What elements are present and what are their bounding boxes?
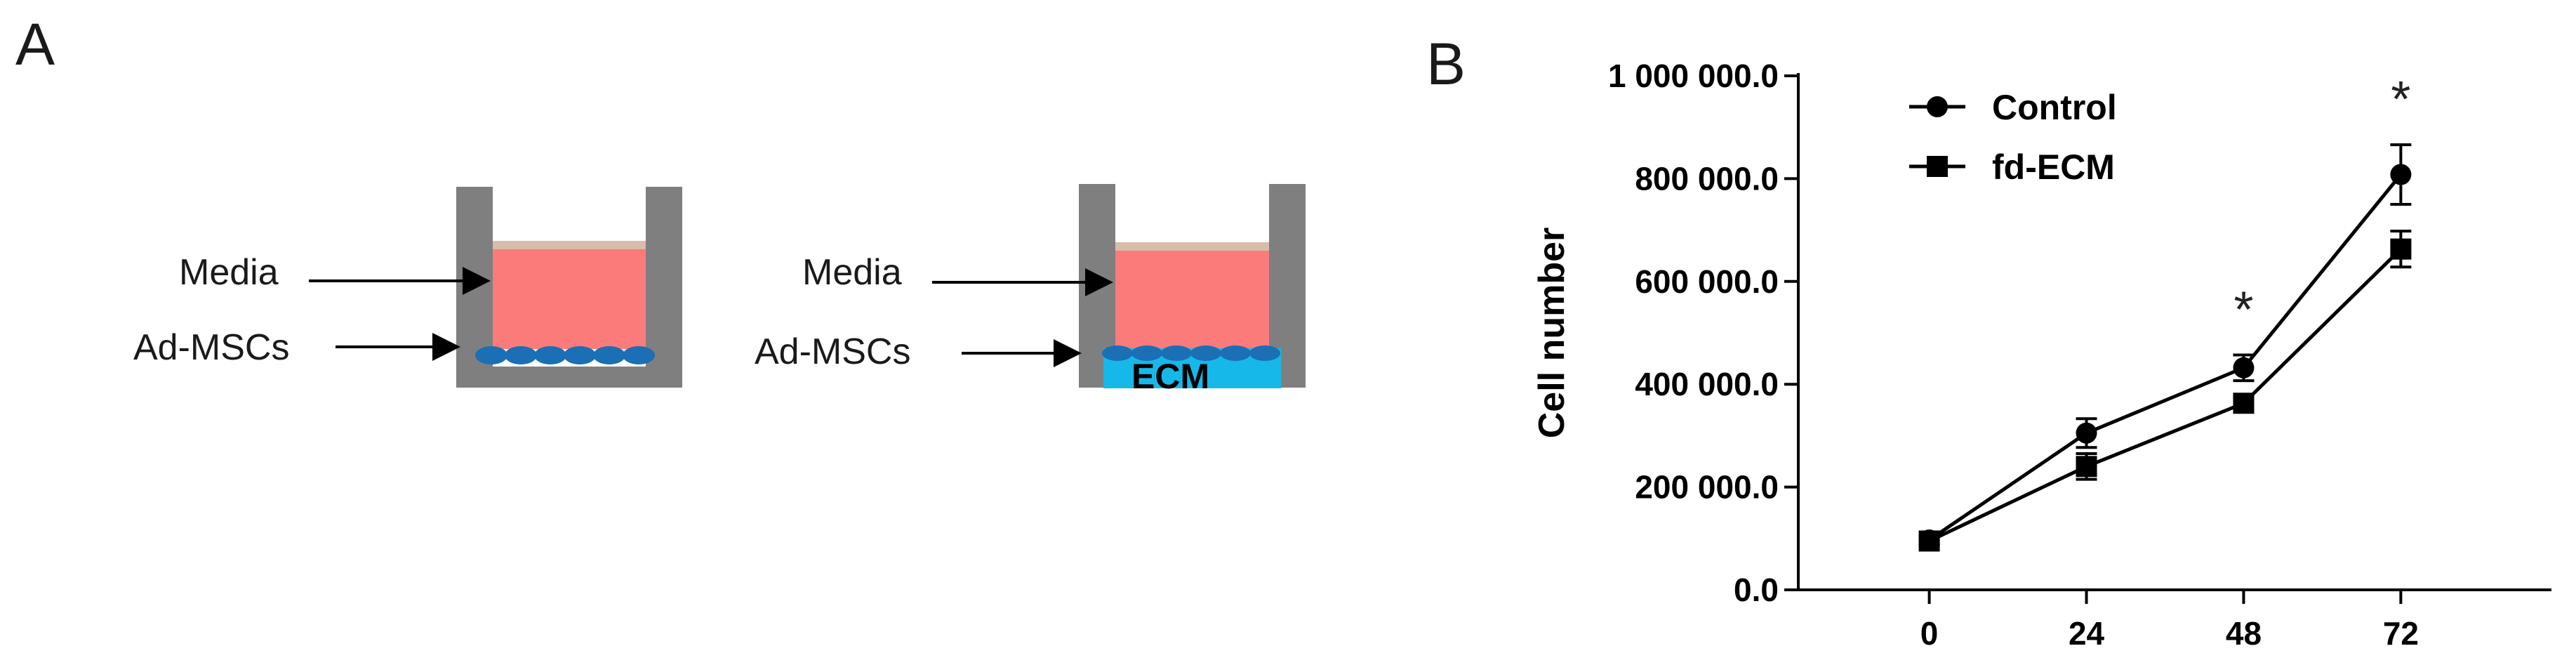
right-media xyxy=(1115,251,1269,349)
y-tick-label: 0.0 xyxy=(1734,572,1779,608)
right-culture-well: ECM Media Ad-MSCs xyxy=(755,184,1306,396)
data-point-fd-ecm xyxy=(2076,456,2097,477)
left-well-bottom xyxy=(477,367,660,388)
data-point-fd-ecm xyxy=(2390,238,2412,260)
significance-asterisk: * xyxy=(2391,72,2410,128)
cell xyxy=(564,346,596,364)
cell xyxy=(593,346,625,364)
series-line-fd-ecm xyxy=(1928,247,2403,543)
cell xyxy=(1102,345,1133,361)
cell xyxy=(534,346,566,364)
panel-b: B 0.0 200 000.0 400 000.0 600 000.0 800 000.… xyxy=(1426,31,2551,652)
series-line-control xyxy=(1928,173,2403,542)
legend-marker-square xyxy=(1927,156,1948,177)
cell xyxy=(1131,345,1162,361)
left-culture-well: Media Ad-MSCs xyxy=(133,187,682,388)
legend-marker-circle xyxy=(1927,96,1948,117)
ecm-label: ECM xyxy=(1131,357,1209,396)
left-cells-label: Ad-MSCs xyxy=(133,327,289,368)
right-media-surface xyxy=(1115,242,1269,251)
x-tick-label: 24 xyxy=(2069,615,2105,652)
left-media-label: Media xyxy=(179,252,279,293)
data-point-control xyxy=(2390,164,2412,185)
cell xyxy=(1161,345,1192,361)
cell xyxy=(623,346,655,364)
data-point-fd-ecm xyxy=(1918,530,1940,552)
cell xyxy=(1190,345,1221,361)
panel-a: A Media Ad-MSCs xyxy=(15,11,1306,396)
panel-b-letter: B xyxy=(1426,31,1466,97)
y-axis-label: Cell number xyxy=(1532,228,1572,439)
data-point-control xyxy=(2233,357,2255,378)
cell xyxy=(505,346,537,364)
right-cell-layer xyxy=(1102,345,1280,361)
right-cells-label: Ad-MSCs xyxy=(755,331,910,372)
legend-label-control: Control xyxy=(1992,88,2117,127)
data-point-control xyxy=(2076,422,2097,444)
y-tick-label: 800 000.0 xyxy=(1635,160,1779,197)
right-media-label: Media xyxy=(802,252,902,293)
y-tick-label: 1 000 000.0 xyxy=(1608,58,1779,94)
y-tick-label: 600 000.0 xyxy=(1635,263,1779,300)
left-cell-layer xyxy=(475,346,655,364)
x-tick-label: 0 xyxy=(1920,615,1939,652)
y-tick-label: 400 000.0 xyxy=(1635,366,1779,402)
data-point-fd-ecm xyxy=(2233,393,2255,414)
y-tick-label: 200 000.0 xyxy=(1635,469,1779,506)
panel-a-letter: A xyxy=(15,11,55,77)
cell xyxy=(475,346,507,364)
x-tick-label: 48 xyxy=(2226,615,2262,652)
significance-asterisk: * xyxy=(2233,282,2253,338)
x-tick-label: 72 xyxy=(2383,615,2419,652)
cell xyxy=(1249,345,1280,361)
legend-label-fd-ecm: fd-ECM xyxy=(1992,147,2115,187)
growth-chart: 0.0 200 000.0 400 000.0 600 000.0 800 000.0 1… xyxy=(1532,58,2551,652)
cell xyxy=(1220,345,1251,361)
left-media-surface xyxy=(493,241,646,249)
left-media xyxy=(493,249,646,349)
